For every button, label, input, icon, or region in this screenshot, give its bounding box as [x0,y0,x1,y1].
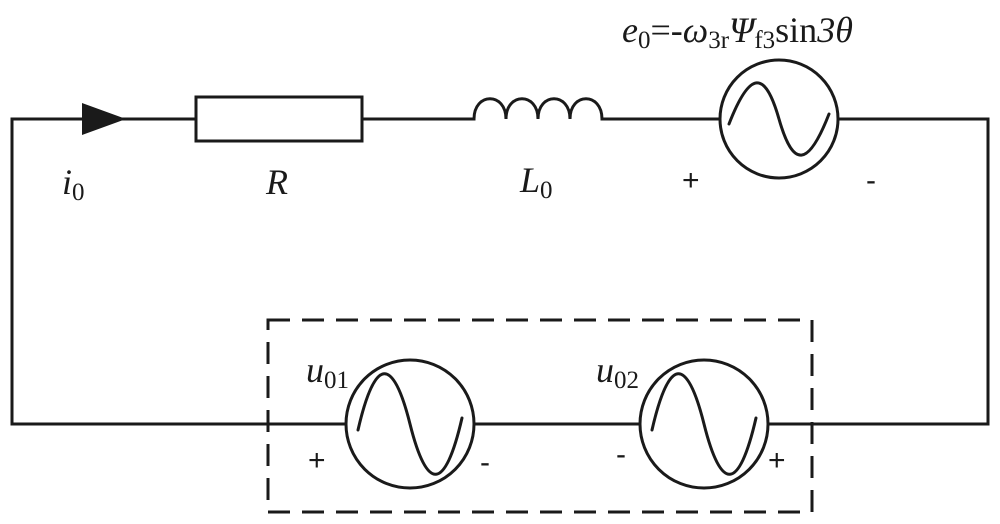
source-e0-plus: + [682,164,700,197]
right-wire [766,117,990,426]
source-u01-plus: + [308,444,326,477]
current-arrow-icon [82,103,126,135]
sine-wave-icon [650,372,758,476]
source-u02-label: u02 [596,350,639,394]
source-u02-minus: - [616,438,626,471]
inductor [472,97,604,121]
source-u01-label: u01 [306,350,349,394]
inductor-label: L0 [519,160,553,204]
current-label: i0 [62,162,85,206]
sine-wave-icon [356,372,464,476]
sine-wave-icon [727,81,831,157]
inverter-sources-box [266,318,814,514]
resistor [194,95,364,143]
source-u02 [638,358,770,490]
source-u01 [344,358,476,490]
resistor-label: R [265,162,288,202]
circuit-wires [10,117,990,426]
source-e0-label: e0=-ω3rΨf3sin3θ [622,10,853,54]
source-u02-plus: + [768,444,786,477]
source-u01-minus: - [480,446,490,479]
source-e0 [718,58,840,180]
source-e0-minus: - [866,164,876,197]
